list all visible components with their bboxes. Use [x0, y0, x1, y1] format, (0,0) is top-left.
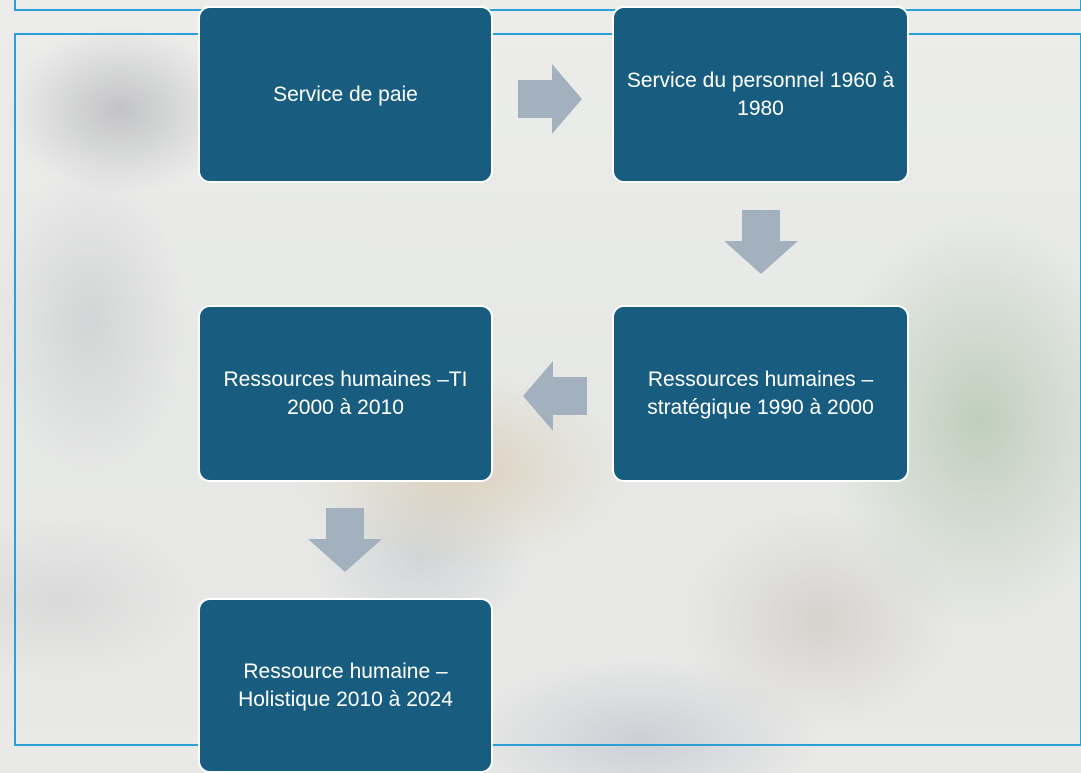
step-label: Ressources humaines – stratégique 1990 à… [647, 367, 874, 419]
arrow-down-icon [308, 508, 382, 572]
step-rh-ti: Ressources humaines –TI 2000 à 2010 [198, 305, 493, 482]
step-service-de-paie: Service de paie [198, 6, 493, 183]
step-label: Service du personnel 1960 à 1980 [626, 68, 895, 120]
arrow-right-icon [518, 64, 582, 134]
step-label: Ressources humaines –TI 2000 à 2010 [223, 367, 468, 419]
step-rh-strategique: Ressources humaines – stratégique 1990 à… [612, 305, 909, 482]
step-label: Service de paie [273, 82, 418, 106]
frame-border-top [14, 0, 1081, 11]
step-rh-holistique: Ressource humaine – Holistique 2010 à 20… [198, 598, 493, 773]
arrow-down-icon [724, 210, 798, 274]
arrow-left-icon [523, 361, 587, 431]
step-label: Ressource humaine – Holistique 2010 à 20… [238, 659, 453, 711]
step-service-du-personnel: Service du personnel 1960 à 1980 [612, 6, 909, 183]
